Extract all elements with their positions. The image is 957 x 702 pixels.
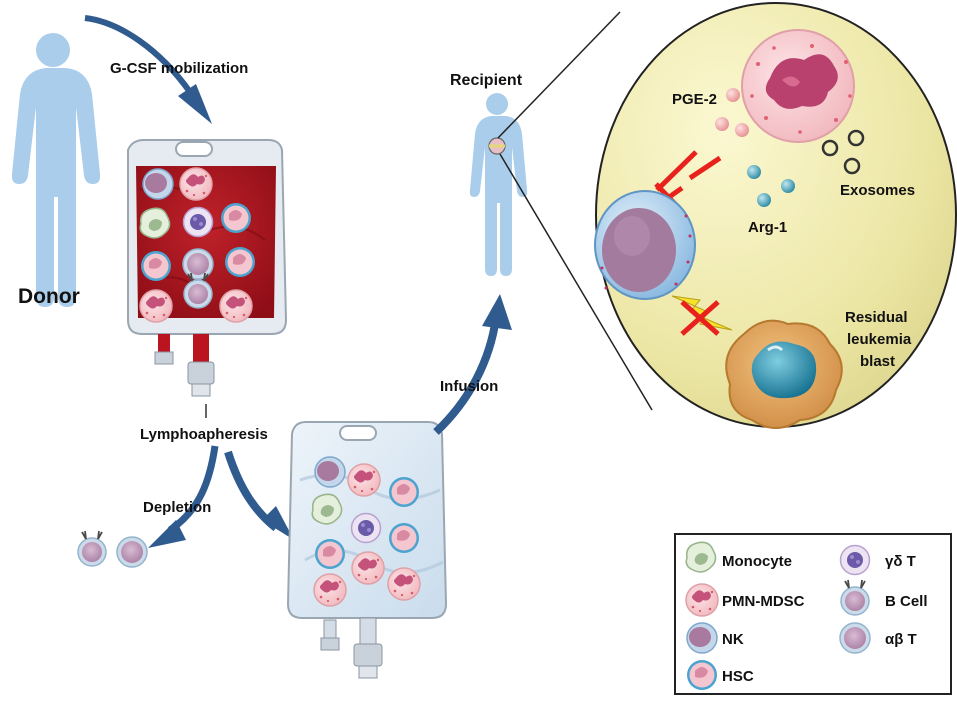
gcsf-arrow [84,15,193,94]
arg1-label: Arg-1 [748,219,787,236]
legend-label-gamma-delta-t: γδ T [885,553,916,570]
pmn-mdsc-icon [685,583,719,617]
legend-item-monocyte: Monocyte [685,541,792,573]
mdsc-cell-large [741,29,855,143]
legend-item-nk: NK [686,622,744,654]
legend-label-nk: NK [722,631,744,648]
legend-item-alpha-beta-t: αβ T [839,622,917,654]
legend-item-pmn-mdsc: PMN-MDSC [685,583,805,617]
infusion-label: Infusion [440,378,498,395]
recipient-label: Recipient [450,72,523,89]
legend-label-monocyte: Monocyte [722,553,792,570]
alpha-beta-t-icon [839,622,871,654]
legend-label-hsc: HSC [722,668,754,685]
gamma-delta-t-icon [839,544,871,576]
residual-label-3: blast [860,353,895,370]
legend-label-pmn-mdsc: PMN-MDSC [722,593,805,610]
legend-item-b-cell: B Cell [840,579,928,616]
leukemia-blast-cell [725,319,843,429]
depleted-graft-bag [286,421,448,679]
nk-cell-icon [686,622,718,654]
depletion-label: Depletion [143,499,211,516]
donor-label: Donor [18,285,80,308]
hsc-icon [687,660,717,690]
gcsf-label: G-CSF mobilization [110,60,248,77]
residual-label-2: leukemia [847,331,912,348]
recipient-figure [469,93,528,276]
exosomes-label: Exosomes [840,182,915,199]
pge2-label: PGE-2 [672,91,717,108]
legend: Monocyte PMN-MDSC NK HSC γδ T B Cell αβ … [674,533,952,695]
donor-figure [11,33,101,307]
depletion-arrow [168,445,219,533]
legend-item-hsc: HSC [687,660,754,690]
infusion-arrow [433,317,500,435]
residual-label-1: Residual [845,309,908,326]
monocyte-icon [685,541,717,573]
legend-item-gamma-delta-t: γδ T [839,544,916,576]
legend-label-alpha-beta-t: αβ T [885,631,917,648]
lymphoapheresis-label: Lymphoapheresis [140,426,268,443]
effector-t-cell [594,190,696,300]
legend-label-b-cell: B Cell [885,593,928,610]
